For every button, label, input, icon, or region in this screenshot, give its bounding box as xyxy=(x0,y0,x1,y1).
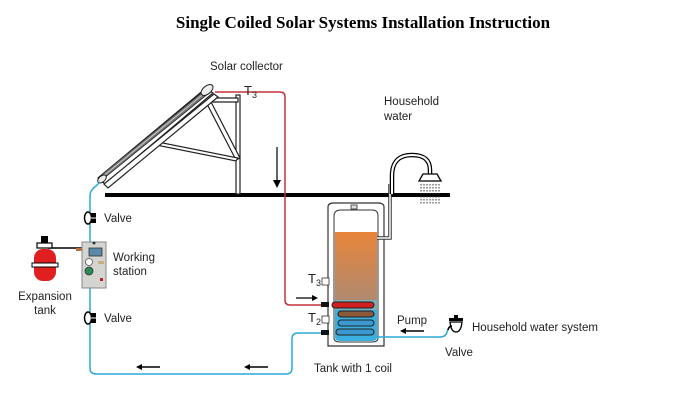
working-station[interactable] xyxy=(48,241,107,289)
solar-collector xyxy=(97,84,219,189)
hot-pipe xyxy=(215,91,340,306)
sensor-label-collector: T3 xyxy=(244,83,257,100)
flow-arrow-down xyxy=(273,147,281,188)
flow-arrow-left-1 xyxy=(136,364,160,370)
expansion-tank-label-2: tank xyxy=(34,305,56,317)
inlet-valve-label: Valve xyxy=(445,347,473,359)
household-water-system-label: Household water system xyxy=(472,322,598,334)
household-inlet-pipe xyxy=(377,326,450,338)
tank-label: Tank with 1 coil xyxy=(314,363,392,375)
sensor-label-tank-upper: T3 xyxy=(308,271,321,288)
sensor-label-tank-lower: T2 xyxy=(308,310,321,327)
household-water-label-2: water xyxy=(383,111,412,123)
valve-upper-label: Valve xyxy=(104,213,132,225)
flow-arrow-right xyxy=(296,295,318,301)
shower-icon xyxy=(389,152,443,205)
household-water-label-1: Household xyxy=(384,96,439,108)
expansion-tank xyxy=(31,236,59,281)
inlet-valve-icon[interactable] xyxy=(447,315,463,333)
valve-lower-label: Valve xyxy=(104,313,132,325)
valve-upper[interactable] xyxy=(83,211,97,225)
working-station-label-1: Working xyxy=(113,252,155,264)
storage-tank xyxy=(321,184,392,347)
flow-arrow-left-2 xyxy=(244,364,268,370)
working-station-label-2: station xyxy=(113,266,147,278)
valve-lower[interactable] xyxy=(83,311,97,325)
ground-line xyxy=(105,193,450,197)
cold-pipe xyxy=(89,181,340,375)
flow-arrow-pump xyxy=(400,328,424,334)
diagram-title: Single Coiled Solar Systems Installation… xyxy=(176,13,551,32)
expansion-tank-label-1: Expansion xyxy=(18,291,72,303)
pump-label: Pump xyxy=(397,315,427,327)
solar-collector-label: Solar collector xyxy=(210,61,283,73)
